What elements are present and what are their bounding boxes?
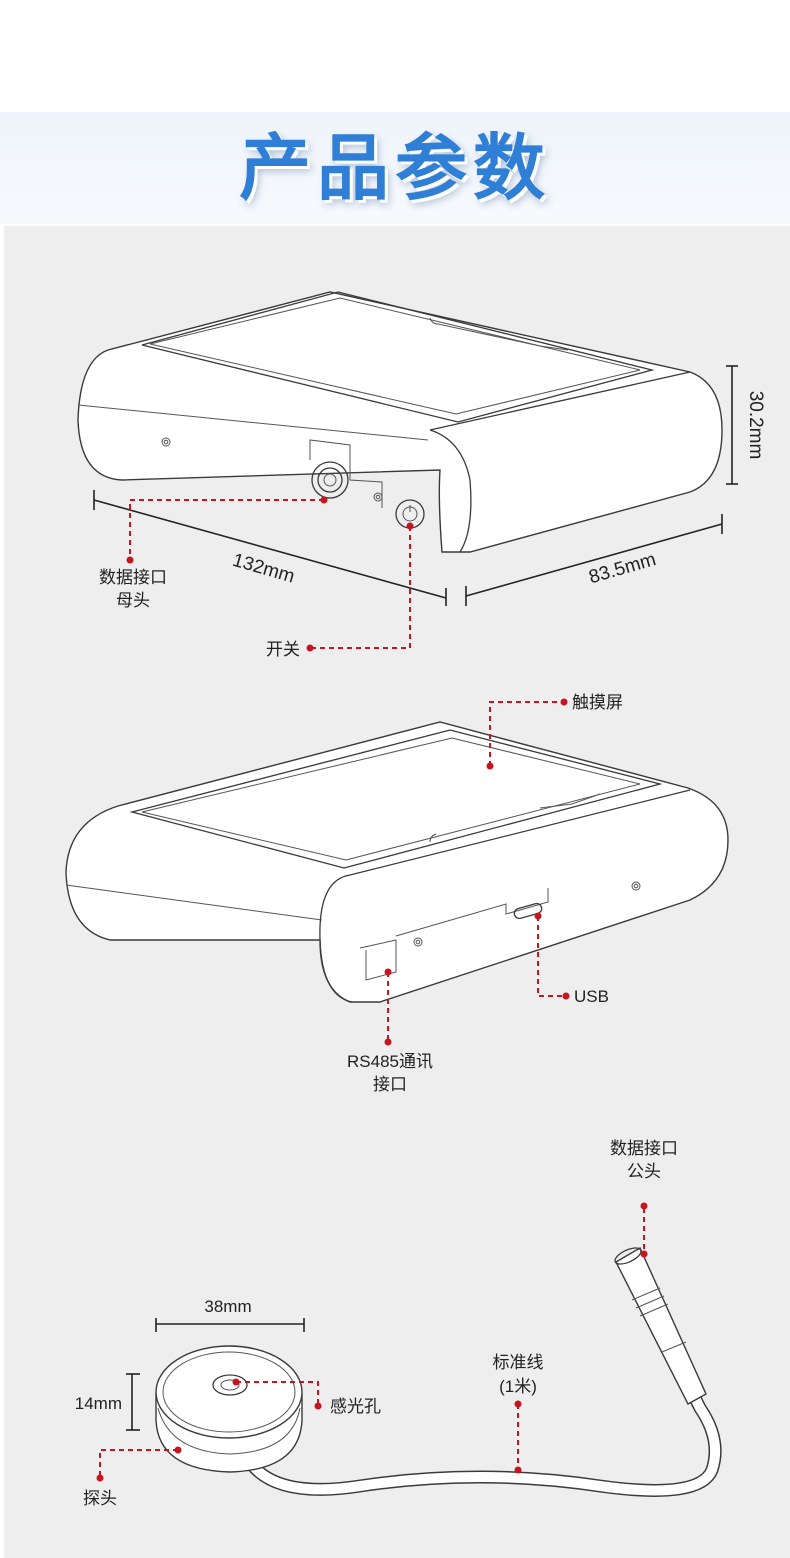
dim-length-device: 132mm [93,490,447,606]
device-front-illustration [77,291,723,553]
callout-cable-line2: (1米) [499,1377,537,1396]
callout-cable-line1: 标准线 [493,1353,544,1372]
callout-sensor-hole: 感光孔 [232,1378,381,1416]
callout-rs485: RS485通讯 接口 [347,968,433,1094]
callout-switch-label: 开关 [266,640,300,659]
dim-probe-diameter: 38mm [155,1297,305,1332]
dim-length-label: 132mm [230,550,297,588]
dim-height-label: 30.2mm [745,391,766,460]
page-title: 产品参数 [238,125,551,210]
callout-data-port-male-line2: 公头 [627,1162,661,1181]
callout-cable: 标准线 (1米) [493,1353,544,1474]
callout-usb-label: USB [574,987,609,1006]
dim-height-device: 30.2mm [726,365,766,485]
callout-probe-label: 探头 [83,1489,117,1508]
callout-usb: USB [534,912,609,1006]
callout-touchscreen: 触摸屏 [486,693,623,770]
header-band [0,112,790,224]
callout-data-port-female: 数据接口 母头 [99,496,328,610]
callout-touchscreen-label: 触摸屏 [572,693,623,712]
callout-data-port-male-line1: 数据接口 [610,1139,678,1158]
callout-probe: 探头 [83,1446,182,1508]
dim-width-label: 83.5mm [587,549,659,588]
callout-data-port-male: 数据接口 公头 [610,1139,678,1258]
callout-switch: 开关 [266,522,414,659]
device-back-illustration [65,721,729,1003]
callout-data-port-female-line2: 母头 [116,591,150,610]
dim-probe-height: 14mm [75,1373,140,1431]
callout-rs485-line2: 接口 [373,1075,407,1094]
callout-data-port-female-line1: 数据接口 [99,568,167,587]
dim-probe-diameter-label: 38mm [204,1297,251,1316]
probe-illustration [155,1247,722,1497]
callout-sensor-hole-label: 感光孔 [330,1397,381,1416]
dim-probe-height-label: 14mm [75,1394,122,1413]
callout-rs485-line1: RS485通讯 [347,1052,433,1071]
